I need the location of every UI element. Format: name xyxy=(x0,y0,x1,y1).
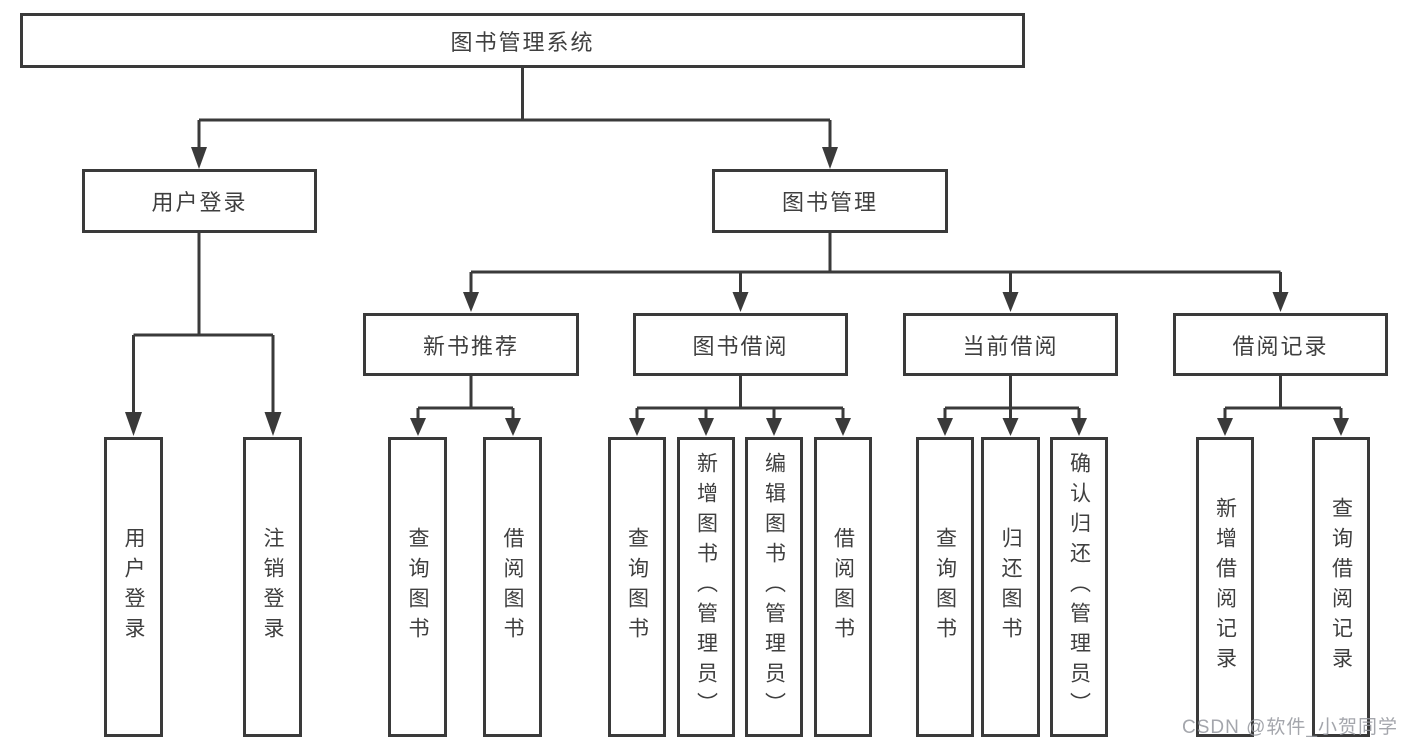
node-new-book-recommend: 新书推荐 xyxy=(363,313,579,376)
connector-borrowing xyxy=(635,376,845,421)
leaf-confirm-return-admin: 确认归还（管理员） xyxy=(1050,437,1108,737)
leaf-query-borrow-record-label: 查询借阅记录 xyxy=(1329,497,1353,677)
node-root: 图书管理系统 xyxy=(20,13,1025,68)
connector-root xyxy=(197,68,832,150)
watermark-text: CSDN @软件_小贺同学 xyxy=(1182,717,1398,738)
leaf-add-books-admin-label: 新增图书（管理员） xyxy=(694,452,718,722)
leaf-query-books-borrowing: 查询图书 xyxy=(608,437,666,737)
node-user-login: 用户登录 xyxy=(82,169,317,233)
leaf-logout-label: 注销登录 xyxy=(261,527,284,647)
node-borrowing-records-label: 借阅记录 xyxy=(1232,333,1329,359)
node-new-book-recommend-label: 新书推荐 xyxy=(422,333,519,359)
leaf-edit-books-admin: 编辑图书（管理员） xyxy=(745,437,803,737)
leaf-query-books-current: 查询图书 xyxy=(916,437,974,737)
leaf-query-books-current-label: 查询图书 xyxy=(933,527,957,647)
leaf-add-borrow-record-label: 新增借阅记录 xyxy=(1213,497,1237,677)
leaf-borrow-books-recommend-label: 借阅图书 xyxy=(501,527,524,647)
leaf-query-books-recommend: 查询图书 xyxy=(388,437,447,737)
leaf-add-borrow-record: 新增借阅记录 xyxy=(1196,437,1254,737)
node-book-management: 图书管理 xyxy=(712,169,948,233)
node-user-login-label: 用户登录 xyxy=(151,190,248,215)
node-current-borrowing-label: 当前借阅 xyxy=(962,333,1059,359)
leaf-query-borrow-record: 查询借阅记录 xyxy=(1312,437,1370,737)
connector-management xyxy=(469,233,1282,295)
leaf-query-books-borrowing-label: 查询图书 xyxy=(625,527,649,647)
leaf-query-books-recommend-label: 查询图书 xyxy=(406,527,429,647)
connector-records xyxy=(1223,376,1343,421)
connector-current xyxy=(943,376,1081,421)
leaf-confirm-return-admin-label: 确认归还（管理员） xyxy=(1067,452,1091,722)
node-borrowing-records: 借阅记录 xyxy=(1173,313,1388,376)
leaf-user-login: 用户登录 xyxy=(104,437,163,737)
node-book-management-label: 图书管理 xyxy=(781,190,878,215)
leaf-return-books-label: 归还图书 xyxy=(999,527,1022,647)
leaf-logout: 注销登录 xyxy=(243,437,302,737)
leaf-edit-books-admin-label: 编辑图书（管理员） xyxy=(762,452,786,722)
leaf-borrow-books-borrowing-label: 借阅图书 xyxy=(831,527,855,647)
leaf-borrow-books-recommend: 借阅图书 xyxy=(483,437,542,737)
connector-recommend xyxy=(416,376,515,421)
leaf-add-books-admin: 新增图书（管理员） xyxy=(677,437,735,737)
leaf-borrow-books-borrowing: 借阅图书 xyxy=(814,437,872,737)
leaf-user-login-label: 用户登录 xyxy=(122,527,145,647)
node-current-borrowing: 当前借阅 xyxy=(903,313,1118,376)
node-book-borrowing: 图书借阅 xyxy=(633,313,848,376)
leaf-return-books: 归还图书 xyxy=(981,437,1040,737)
node-root-label: 图书管理系统 xyxy=(450,29,595,55)
connector-login xyxy=(132,233,275,415)
node-book-borrowing-label: 图书借阅 xyxy=(692,333,789,359)
